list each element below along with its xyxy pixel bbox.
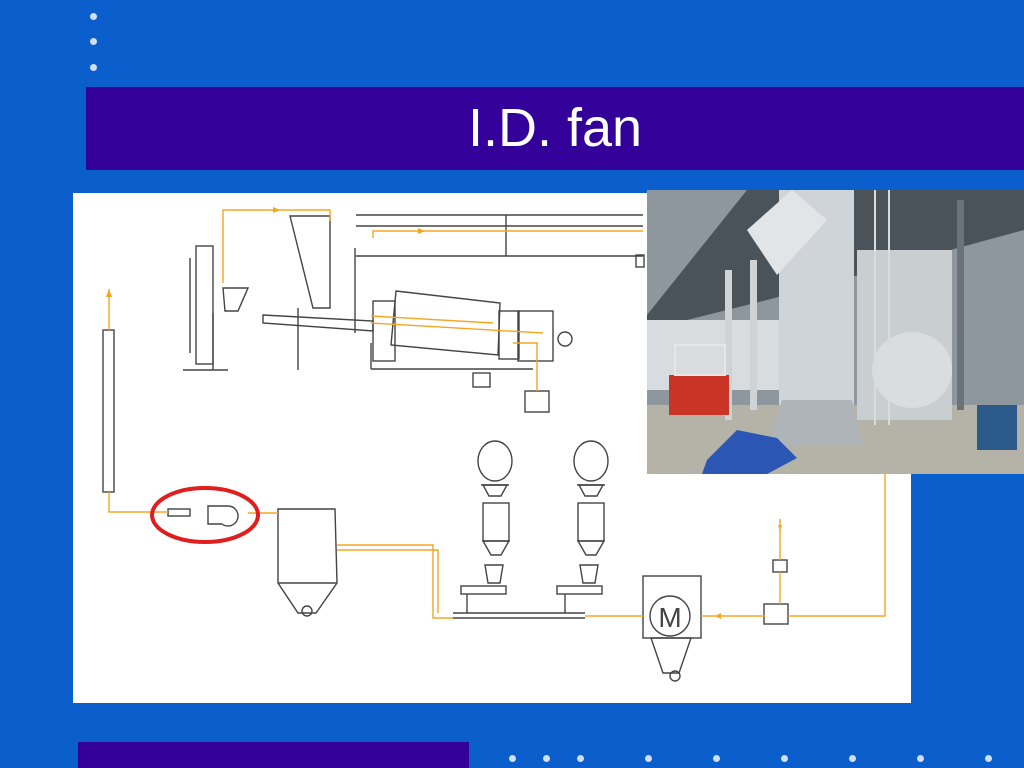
process-diagram-svg: M xyxy=(102,207,886,682)
fan-motor xyxy=(167,508,191,517)
dot xyxy=(543,755,550,762)
dot xyxy=(577,755,584,762)
dot xyxy=(90,64,97,71)
rotary-drum xyxy=(390,290,501,356)
feed-hopper xyxy=(289,215,331,309)
dot xyxy=(985,755,992,762)
motor-symbol: M xyxy=(658,602,681,633)
title-bar: I.D. fan xyxy=(86,87,1024,170)
dot xyxy=(90,13,97,20)
screw-conveyor xyxy=(262,314,374,332)
dot xyxy=(645,755,652,762)
fan-installation-photo xyxy=(647,190,1024,474)
photo-illustration xyxy=(647,190,1024,474)
dot xyxy=(713,755,720,762)
dot xyxy=(781,755,788,762)
bag-filter xyxy=(277,508,338,614)
slide-title: I.D. fan xyxy=(467,98,643,158)
bottom-bar xyxy=(78,742,469,768)
dot xyxy=(90,38,97,45)
dot xyxy=(917,755,924,762)
dot xyxy=(509,755,516,762)
stack xyxy=(102,329,115,493)
silo-left xyxy=(477,440,513,584)
id-fan xyxy=(207,505,239,527)
silo-right xyxy=(573,440,609,584)
bucket-elevator xyxy=(195,245,214,365)
highlight-ring xyxy=(150,486,260,544)
dot xyxy=(849,755,856,762)
